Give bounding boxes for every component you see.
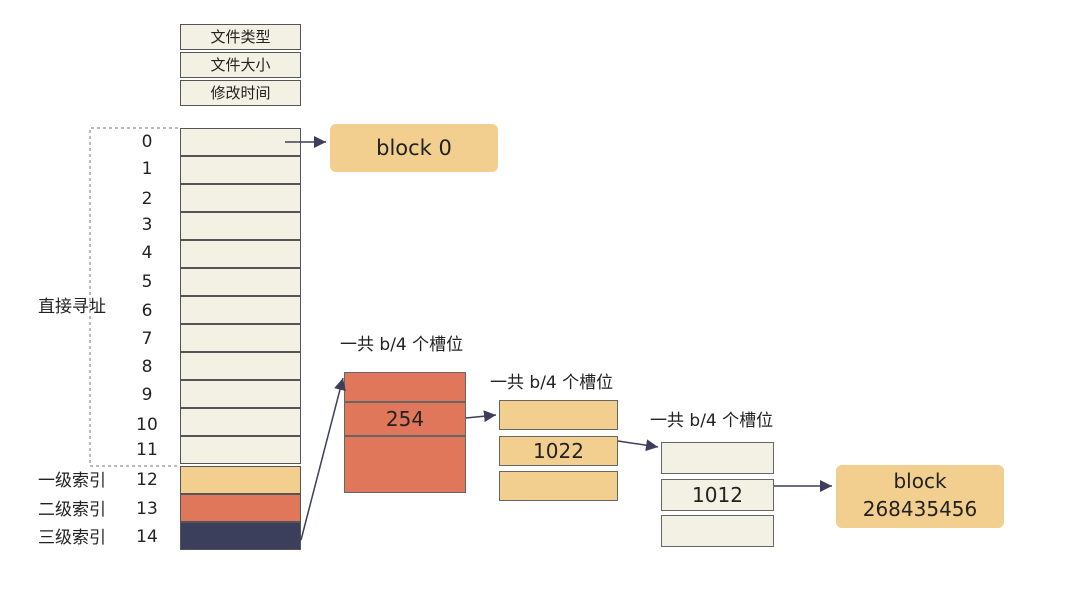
triple-indirect-label: 三级索引 bbox=[38, 528, 106, 548]
index-14: 14 bbox=[136, 527, 158, 547]
index-7: 7 bbox=[141, 329, 153, 349]
table3-slot-bottom bbox=[661, 515, 774, 547]
inode-slot-9 bbox=[180, 380, 301, 408]
inode-slot-3 bbox=[180, 212, 301, 240]
index-3: 3 bbox=[141, 215, 153, 235]
index-9: 9 bbox=[141, 385, 153, 405]
inode-slot-8 bbox=[180, 352, 301, 380]
table2-slot-1022: 1022 bbox=[499, 436, 618, 466]
inode-slot-1 bbox=[180, 156, 301, 184]
arrow-1022-table3 bbox=[617, 439, 659, 452]
arrow-slot14-table1 bbox=[300, 377, 346, 541]
inode-slot-11 bbox=[180, 436, 301, 464]
inode-slot-4 bbox=[180, 240, 301, 268]
table3-caption: 一共 b/4 个槽位 bbox=[650, 411, 774, 431]
index-2: 2 bbox=[141, 189, 153, 209]
inode-slot-7 bbox=[180, 324, 301, 352]
table3-slot-top bbox=[661, 442, 774, 474]
single-indirect-label: 一级索引 bbox=[38, 471, 106, 491]
index-13: 13 bbox=[136, 499, 158, 519]
table2-caption: 一共 b/4 个槽位 bbox=[490, 373, 614, 393]
inode-slot-14-triple-indirect bbox=[180, 522, 301, 550]
index-11: 11 bbox=[136, 440, 158, 460]
index-0: 0 bbox=[141, 132, 153, 152]
block-0: block 0 bbox=[330, 124, 498, 172]
inode-slot-5 bbox=[180, 268, 301, 296]
arrow-254-table2 bbox=[465, 410, 497, 423]
index-6: 6 bbox=[141, 301, 153, 321]
block-final-number: 268435456 bbox=[862, 497, 978, 521]
double-indirect-label: 二级索引 bbox=[38, 500, 106, 520]
inode-slot-2 bbox=[180, 184, 301, 212]
table2-slot-bottom bbox=[499, 471, 618, 501]
table1-slot-254: 254 bbox=[344, 402, 466, 436]
index-12: 12 bbox=[136, 470, 158, 490]
table1-caption: 一共 b/4 个槽位 bbox=[340, 335, 464, 355]
direct-bracket bbox=[89, 127, 178, 467]
index-8: 8 bbox=[141, 357, 153, 377]
index-4: 4 bbox=[141, 243, 153, 263]
inode-slot-12-single-indirect bbox=[180, 466, 301, 494]
index-1: 1 bbox=[141, 159, 153, 179]
inode-slot-0 bbox=[180, 128, 301, 156]
block-final-label: block bbox=[893, 469, 947, 493]
meta-modify-time: 修改时间 bbox=[180, 80, 301, 106]
block-final: block 268435456 bbox=[836, 465, 1004, 528]
table1-slot-bottom bbox=[344, 436, 466, 493]
table3-slot-1012: 1012 bbox=[661, 479, 774, 511]
inode-slot-6 bbox=[180, 296, 301, 324]
index-10: 10 bbox=[136, 415, 158, 435]
inode-slot-10 bbox=[180, 408, 301, 436]
meta-file-type: 文件类型 bbox=[180, 24, 301, 50]
index-5: 5 bbox=[141, 272, 153, 292]
direct-addressing-label: 直接寻址 bbox=[38, 297, 106, 317]
table2-slot-top bbox=[499, 400, 618, 430]
inode-slot-13-double-indirect bbox=[180, 494, 301, 522]
table1-slot-top bbox=[344, 372, 466, 402]
meta-file-size: 文件大小 bbox=[180, 52, 301, 78]
